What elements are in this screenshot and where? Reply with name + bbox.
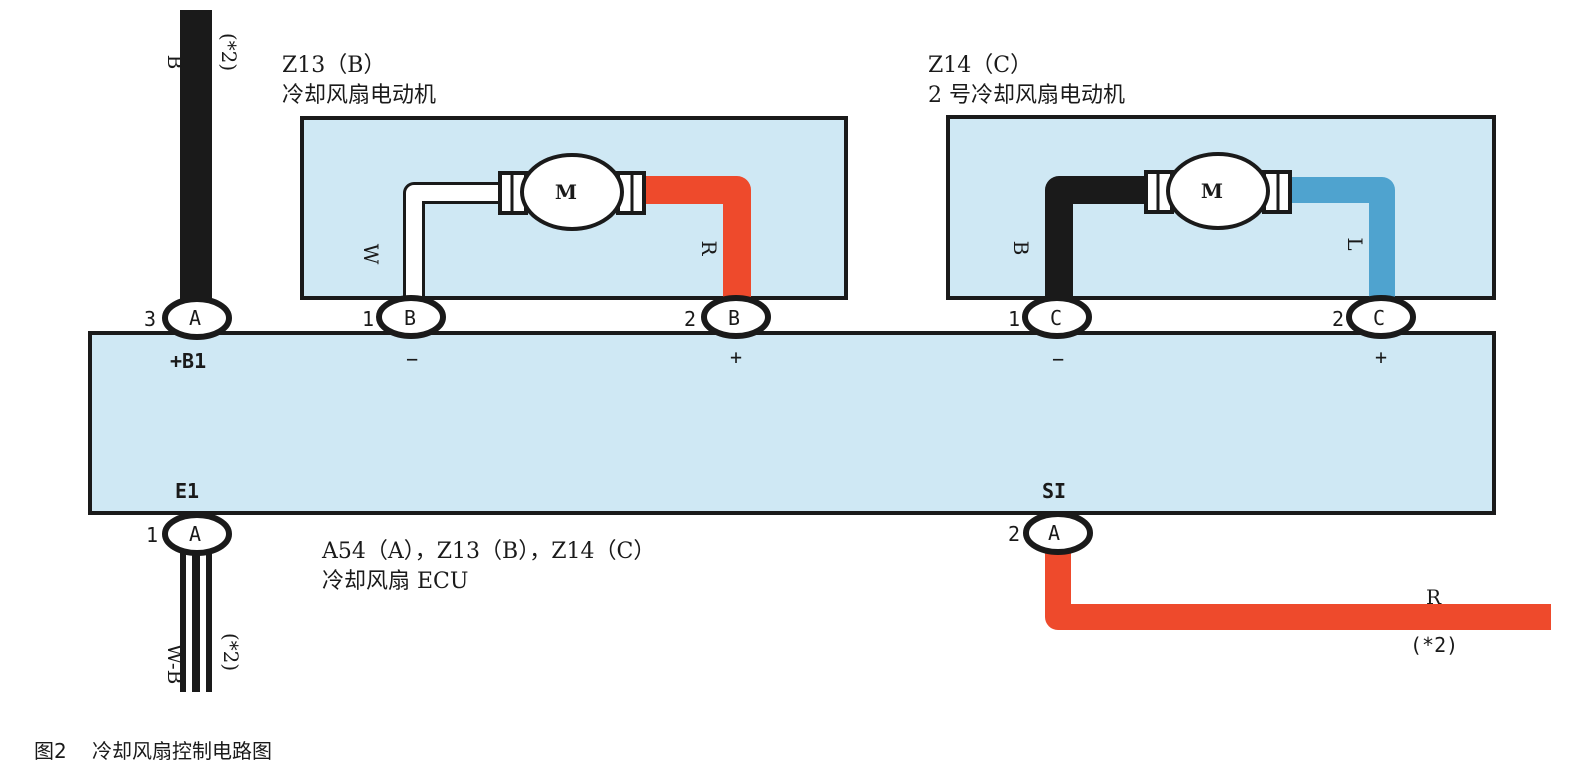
connector-pin-motor2-left <box>1022 295 1092 339</box>
ecu-name: 冷却风扇 ECU <box>322 569 468 594</box>
pin-si-letter: A <box>1048 521 1060 545</box>
ecu-minus-2: − <box>1052 347 1064 371</box>
wire-top-note: (*2) <box>217 33 241 71</box>
connector-pin-si <box>1023 511 1093 555</box>
wire-top-color-label: B <box>163 55 187 70</box>
pin-motor1-right-num: 2 <box>684 307 696 331</box>
ecu-terminal-b1: +B1 <box>170 349 206 373</box>
motor2-title: Z14（C） <box>928 53 1032 78</box>
ecu-minus-1: − <box>406 347 418 371</box>
motor2-wire-left-label: B <box>1009 241 1033 256</box>
pin-motor1-left-letter: B <box>404 306 416 330</box>
ecu-plus-1: + <box>730 345 742 369</box>
pin-b1-letter: A <box>189 306 201 330</box>
pin-motor2-left-letter: C <box>1050 306 1062 330</box>
wire-si-red <box>1045 548 1551 630</box>
pin-motor2-left-num: 1 <box>1008 307 1020 331</box>
ecu-title: A54（A），Z13（B），Z14（C） <box>321 539 655 564</box>
motor1-wire-left-label: W <box>359 244 383 265</box>
motor2-wire-blue <box>1290 177 1395 302</box>
ecu-box <box>88 331 1496 515</box>
motor2-wire-black <box>1045 176 1148 302</box>
pin-motor1-right-letter: B <box>728 306 740 330</box>
motor2-wire-right-label: L <box>1343 237 1367 250</box>
wire-top-b <box>180 10 212 302</box>
connector-pin-b1 <box>162 296 232 340</box>
wire-ground-color-label: W-B <box>163 644 187 685</box>
wire-si-note: (*2) <box>1410 633 1458 657</box>
ecu-terminal-si: SI <box>1042 479 1066 503</box>
motor2-motor-icon <box>1144 152 1292 230</box>
ecu-plus-2: + <box>1375 345 1387 369</box>
connector-pin-e1 <box>162 512 232 556</box>
pin-e1-num: 1 <box>146 523 158 547</box>
connector-pin-motor2-right <box>1346 295 1416 339</box>
motor1-name: 冷却风扇电动机 <box>282 83 436 108</box>
motor1-motor-icon <box>498 153 646 231</box>
ecu-terminal-e1: E1 <box>175 479 199 503</box>
wire-ground-w-b-core <box>192 540 200 692</box>
motor1-title: Z13（B） <box>282 53 385 78</box>
pin-b1-num: 3 <box>144 307 156 331</box>
motor2-symbol: M <box>1201 179 1223 203</box>
connector-pin-motor1-right <box>701 295 771 339</box>
motor1-symbol: M <box>555 180 577 204</box>
pin-si-num: 2 <box>1008 522 1020 546</box>
connector-pin-motor1-left <box>376 295 446 339</box>
motor1-wire-red <box>644 176 751 302</box>
pin-e1-letter: A <box>189 522 201 546</box>
figure-caption: 冷却风扇控制电路图 <box>92 739 272 763</box>
pin-motor2-right-num: 2 <box>1332 307 1344 331</box>
pin-motor1-left-num: 1 <box>362 307 374 331</box>
pin-motor2-right-letter: C <box>1373 306 1385 330</box>
motor2-name: 2 号冷却风扇电动机 <box>928 83 1125 108</box>
wire-ground-note: (*2) <box>219 633 243 671</box>
wire-si-color-label: R <box>1426 585 1442 609</box>
motor1-wire-white-fill <box>406 185 502 302</box>
motor1-wire-right-label: R <box>697 240 721 256</box>
figure-number: 图2 <box>34 739 67 763</box>
